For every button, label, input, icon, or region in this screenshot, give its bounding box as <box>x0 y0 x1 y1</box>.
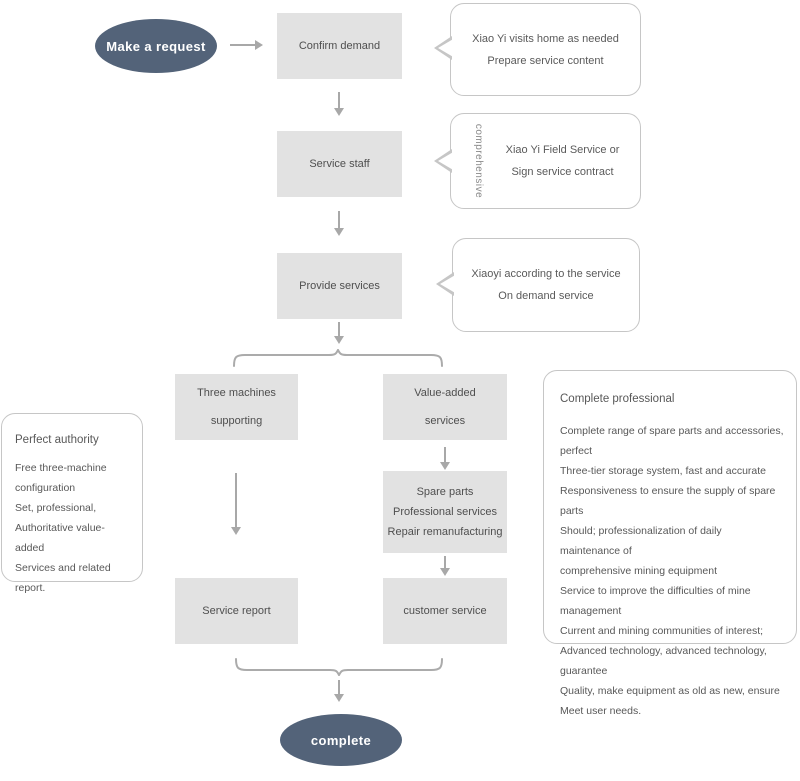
callout-line: Sign service contract <box>511 166 614 178</box>
panel-line: Complete range of spare parts and access… <box>560 425 784 457</box>
panel-line: Services and related <box>15 562 111 574</box>
node-label-line: Professional services <box>393 506 497 518</box>
node-spare-parts: Spare parts Professional services Repair… <box>383 471 507 553</box>
start-terminal: Make a request <box>95 19 217 73</box>
node-label-line: Repair remanufacturing <box>387 526 503 538</box>
down-arrow-icon <box>338 211 340 229</box>
panel-line: report. <box>15 582 46 594</box>
panel-title: Complete professional <box>560 393 675 405</box>
callout-line: Xiao Yi visits home as needed <box>472 32 619 45</box>
panel-complete-professional: Complete professional Complete range of … <box>543 370 797 717</box>
panel-line: Set, professional, <box>15 502 97 514</box>
node-label-line: Value-added <box>414 387 476 399</box>
node-label: customer service <box>403 605 487 617</box>
down-arrow-icon <box>235 473 237 528</box>
callout-line: Prepare service content <box>487 54 604 67</box>
panel-line: Service to improve the difficulties of m… <box>560 585 751 617</box>
callout-line: On demand service <box>498 290 594 302</box>
panel-perfect-authority: Perfect authority Free three-machine con… <box>1 413 143 594</box>
node-service-staff: Service staff <box>277 131 402 197</box>
node-confirm-demand: Confirm demand <box>277 13 402 79</box>
panel-line: Responsiveness to ensure the supply of s… <box>560 485 776 517</box>
callout-provide-services: Xiaoyi according to the service On deman… <box>436 238 640 332</box>
split-brace <box>233 349 443 367</box>
node-label: Confirm demand <box>298 40 381 52</box>
vertical-side-label: comprehensive <box>473 123 484 199</box>
start-label: Make a request <box>106 38 206 54</box>
panel-line: Meet user needs. <box>560 705 642 717</box>
node-label: Service staff <box>309 158 370 170</box>
end-label: complete <box>310 732 372 748</box>
callout-line: Xiaoyi according to the service <box>471 268 621 280</box>
node-label: Service report <box>202 605 271 617</box>
down-arrow-icon <box>338 322 340 337</box>
node-label-line: supporting <box>210 415 263 427</box>
node-value-added: Value-added services <box>383 374 507 440</box>
callout-service-staff: comprehensive Xiao Yi Field Service or S… <box>434 113 641 209</box>
node-label: Provide services <box>299 280 380 292</box>
node-label-line: services <box>424 415 466 427</box>
down-arrow-icon <box>338 680 340 695</box>
panel-title: Perfect authority <box>15 434 99 446</box>
panel-line: Advanced technology, advanced technology… <box>560 645 767 677</box>
merge-brace <box>235 658 443 676</box>
panel-line: Should; professionalization of daily mai… <box>560 525 722 557</box>
callout-line: Xiao Yi Field Service or <box>505 144 620 156</box>
end-terminal: complete <box>280 714 402 766</box>
node-customer-service: customer service <box>383 578 507 644</box>
node-provide-services: Provide services <box>277 253 402 319</box>
down-arrow-icon <box>338 92 340 109</box>
node-label-line: Three machines <box>197 387 276 399</box>
panel-line: Authoritative value-added <box>15 522 105 554</box>
node-service-report: Service report <box>175 578 298 644</box>
down-arrow-icon <box>444 556 446 569</box>
node-label-line: Spare parts <box>416 486 474 498</box>
down-arrow-icon <box>444 447 446 463</box>
node-three-machines: Three machines supporting <box>175 374 298 440</box>
panel-line: Quality, make equipment as old as new, e… <box>560 685 780 697</box>
right-arrow-icon <box>230 44 256 46</box>
panel-line: Free three-machine configuration <box>15 462 107 494</box>
callout-confirm-demand: Xiao Yi visits home as needed Prepare se… <box>434 3 641 96</box>
panel-line: comprehensive mining equipment <box>560 565 718 577</box>
panel-line: Three-tier storage system, fast and accu… <box>560 465 767 477</box>
panel-line: Current and mining communities of intere… <box>560 625 764 637</box>
